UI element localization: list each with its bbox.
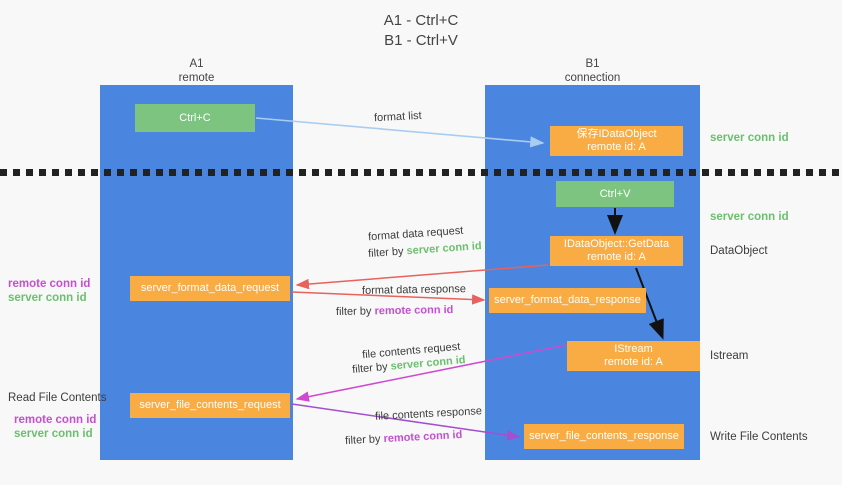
- filter-prefix-fdreq: filter by: [367, 245, 407, 260]
- box-server-file-contents-request[interactable]: server_file_contents_request: [130, 393, 290, 418]
- box-getdata-line1: IDataObject::GetData: [563, 238, 670, 250]
- filter-value-fcresp: remote conn id: [383, 428, 463, 446]
- box-save-idataobject-line1: 保存IDataObject: [576, 128, 657, 140]
- right-label-write-file-contents: Write File Contents: [710, 431, 808, 443]
- wire-label-file-contents-response: file contents response: [374, 405, 483, 423]
- box-server-file-contents-response[interactable]: server_file_contents_response: [524, 424, 684, 449]
- right-label-server-conn-id-1: server conn id: [710, 132, 789, 144]
- column-a1-sub: remote: [178, 72, 215, 84]
- wire-label-format-data-request: format data request: [367, 224, 464, 244]
- title-line-2: B1 - Ctrl+V: [384, 32, 458, 49]
- box-getdata-line2: remote id: A: [587, 251, 646, 263]
- column-b1-name: B1: [585, 58, 600, 70]
- filter-prefix-fdresp: filter by: [335, 305, 375, 319]
- box-idataobject-getdata[interactable]: IDataObject::GetData remote id: A: [550, 236, 683, 266]
- right-label-server-conn-id-2: server conn id: [710, 211, 789, 223]
- column-header-a1: A1 remote: [100, 57, 293, 85]
- box-istream-line2: remote id: A: [604, 356, 663, 368]
- box-server-format-data-request[interactable]: server_format_data_request: [130, 276, 290, 301]
- wire-label-format-data-response: format data response: [361, 283, 467, 297]
- left-label-server-conn-id-1: server conn id: [8, 292, 87, 304]
- box-istream-line1: IStream: [614, 343, 653, 355]
- left-label-read-file-contents: Read File Contents: [8, 392, 107, 404]
- left-label-remote-conn-id-1: remote conn id: [8, 278, 91, 290]
- filter-prefix-fcreq: filter by: [351, 360, 392, 376]
- right-label-dataobject: DataObject: [710, 245, 768, 257]
- wire-label-format-data-request-filter: filter by server conn id: [368, 240, 482, 260]
- column-header-b1: B1 connection: [485, 57, 700, 85]
- box-save-idataobject[interactable]: 保存IDataObject remote id: A: [550, 126, 683, 156]
- column-a1-name: A1: [189, 58, 204, 70]
- box-istream[interactable]: IStream remote id: A: [567, 341, 700, 371]
- box-ctrl-c[interactable]: Ctrl+C: [135, 104, 255, 132]
- wire-label-format-list: format list: [373, 109, 422, 125]
- box-save-idataobject-line2: remote id: A: [587, 141, 646, 153]
- column-b1-sub: connection: [564, 72, 621, 84]
- right-label-istream: Istream: [710, 350, 749, 362]
- diagram-title: A1 - Ctrl+C B1 - Ctrl+V: [0, 11, 842, 51]
- wire-label-file-contents-response-filter: filter by remote conn id: [345, 429, 463, 447]
- box-server-format-data-response[interactable]: server_format_data_response: [489, 288, 646, 313]
- box-ctrl-v[interactable]: Ctrl+V: [556, 181, 674, 207]
- title-line-1: A1 - Ctrl+C: [383, 12, 459, 29]
- filter-prefix-fcresp: filter by: [344, 433, 384, 448]
- filter-value-fdreq: server conn id: [406, 240, 482, 258]
- left-label-server-conn-id-2: server conn id: [14, 428, 93, 440]
- left-label-remote-conn-id-2: remote conn id: [14, 414, 97, 426]
- wire-label-format-data-response-filter: filter by remote conn id: [336, 304, 454, 318]
- filter-value-fdresp: remote conn id: [374, 303, 454, 318]
- phase-divider-dashed-line: [0, 169, 842, 176]
